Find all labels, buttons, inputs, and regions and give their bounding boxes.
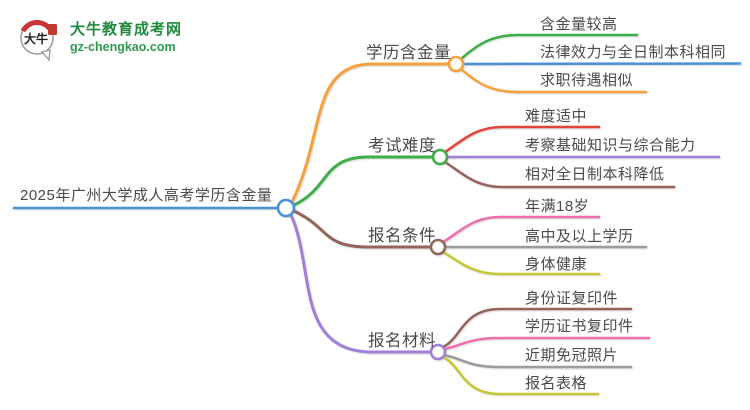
connector-root-to-branch-diploma-value <box>290 62 451 204</box>
branch-diploma-value: 学历含金量 <box>366 44 451 62</box>
leaf-lower-than-fulltime: 相对全日制本科降低 <box>525 166 665 183</box>
leaf-highschool-education: 高中及以上学历 <box>525 228 634 245</box>
branch-diploma-value-junction-dot <box>447 55 465 73</box>
leaf-job-treatment: 求职待遇相似 <box>540 72 634 89</box>
branch-registration-materials-junction-dot <box>429 343 447 361</box>
connector-leaf-legal-equivalence <box>461 62 742 66</box>
branch-registration-requirements: 报名条件 <box>368 227 436 245</box>
connector-leaf-diploma-copy <box>442 336 651 351</box>
site-logo: 大牛 大牛教育成考网 gz-chengkao.com <box>12 12 182 64</box>
root-junction-dot <box>276 198 296 218</box>
connector-leaf-moderate-difficulty <box>443 125 601 154</box>
leaf-basic-knowledge: 考察基础知识与综合能力 <box>525 137 696 154</box>
leaf-photo: 近期免冠照片 <box>525 347 619 364</box>
connector-root-to-branch-exam-difficulty <box>292 155 435 207</box>
logo-bubble-text: 大牛 <box>24 31 48 46</box>
connector-leaf-high-value <box>459 33 639 61</box>
site-domain: gz-chengkao.com <box>70 40 176 54</box>
leaf-diploma-copy: 学历证书复印件 <box>525 318 634 335</box>
logo-bubble-icon: 大牛 <box>20 20 57 62</box>
connector-leaf-id-copy <box>441 307 633 349</box>
root-node: 2025年广州大学成人高考学历含金量 <box>20 187 273 204</box>
branch-registration-materials: 报名材料 <box>368 332 436 350</box>
connector-leaf-photo <box>442 353 633 369</box>
leaf-moderate-difficulty: 难度适中 <box>525 108 588 125</box>
leaf-age-18: 年满18岁 <box>525 198 590 215</box>
connector-root-to-branch-registration-requirements <box>292 209 433 249</box>
connector-leaf-age-18 <box>441 215 601 244</box>
branch-exam-difficulty: 考试难度 <box>368 137 436 155</box>
connector-root-to-branch-registration-materials <box>289 213 433 354</box>
connector-leaf-registration-form <box>441 355 600 396</box>
leaf-registration-form: 报名表格 <box>525 375 588 392</box>
leaf-high-value: 含金量较高 <box>540 16 618 33</box>
branch-exam-difficulty-junction-dot <box>431 148 449 166</box>
connector-leaf-job-treatment <box>459 67 648 94</box>
leaf-good-health: 身体健康 <box>525 256 588 273</box>
site-name: 大牛教育成考网 <box>70 21 183 38</box>
branch-registration-requirements-junction-dot <box>429 238 447 256</box>
connector-leaf-good-health <box>441 250 601 276</box>
connector-leaf-lower-than-fulltime <box>443 160 676 189</box>
leaf-legal-equivalence: 法律效力与全日制本科相同 <box>540 44 727 61</box>
leaf-id-copy: 身份证复印件 <box>525 290 619 307</box>
